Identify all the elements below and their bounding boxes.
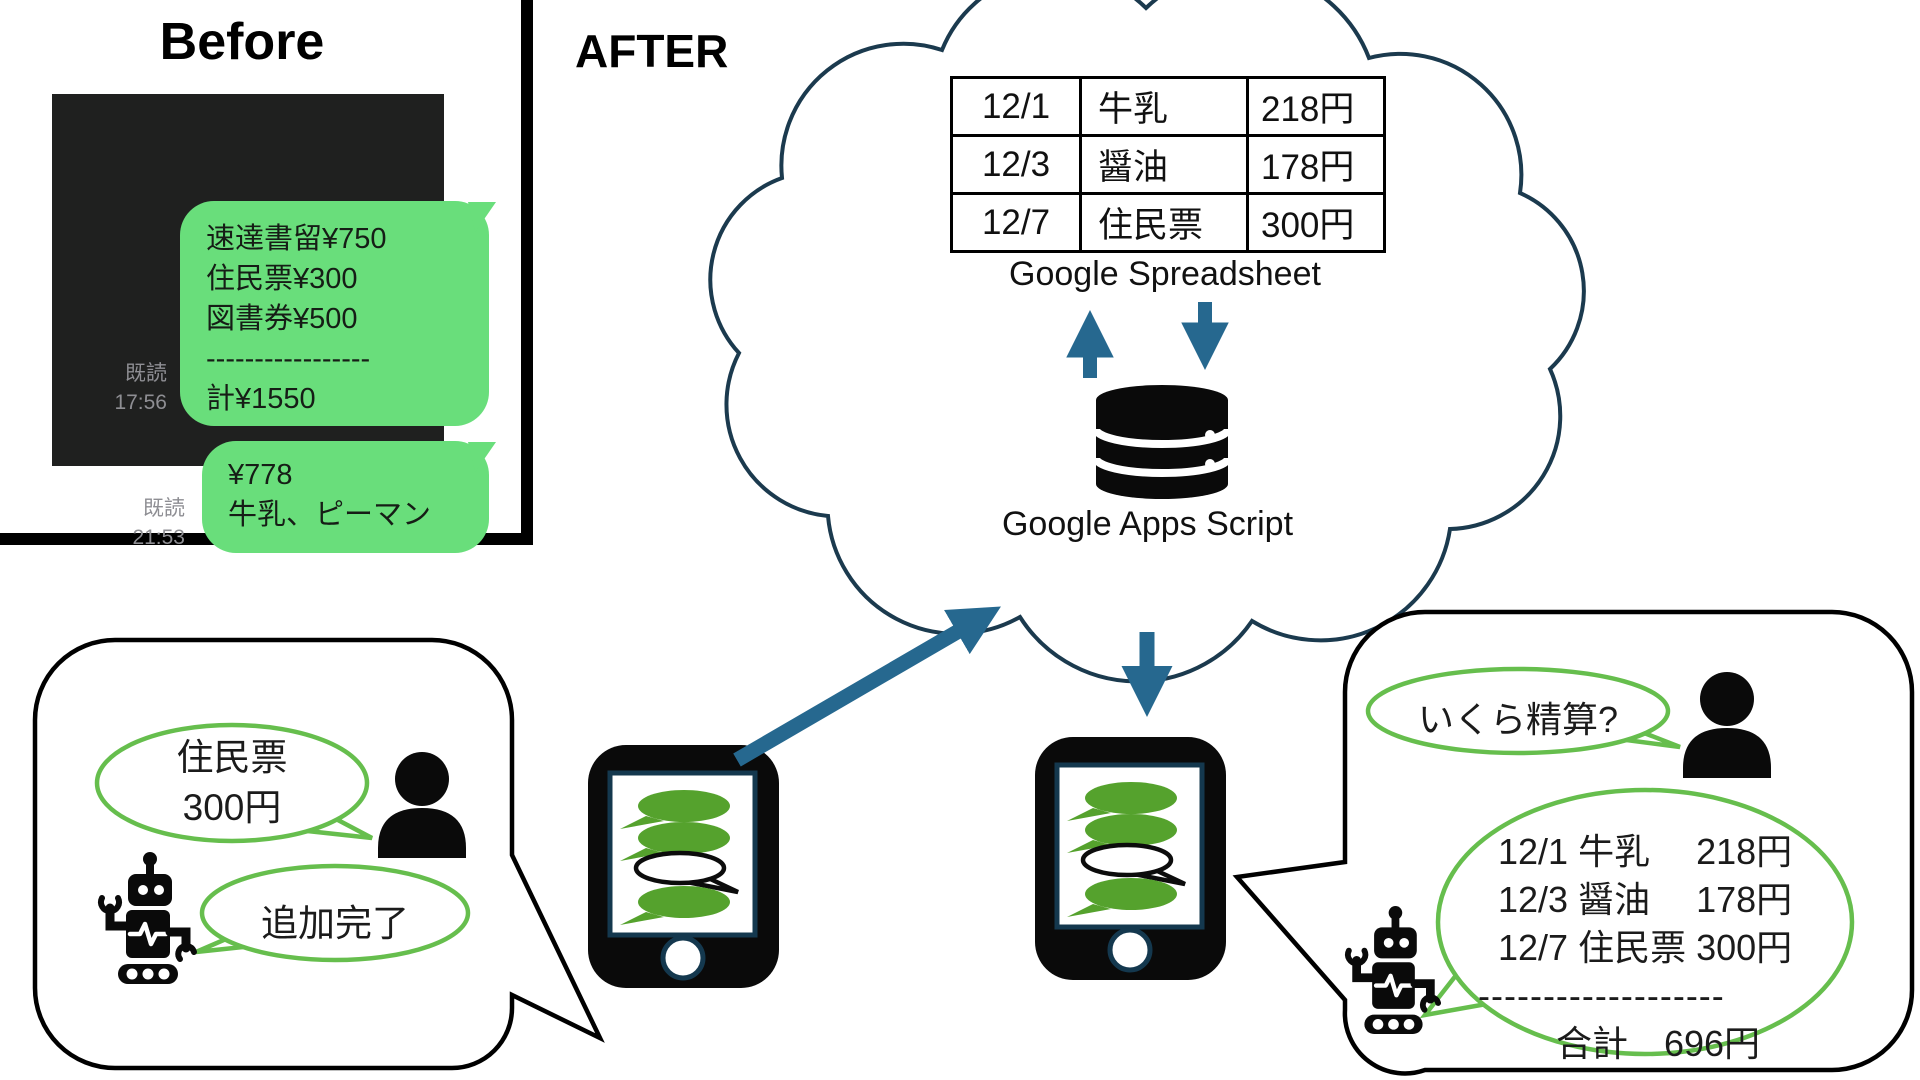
expense-line: 12/7 住民票 300円 [1498, 927, 1793, 968]
expense-line: 12/3 醤油 178円 [1498, 879, 1793, 920]
line-chat-screenshot: 速達書留¥750 住民票¥300 図書券¥500 ---------------… [52, 94, 489, 553]
spreadsheet-table: 12/1 牛乳 218円 12/3 醤油 178円 12/7 住民票 300円 [950, 76, 1386, 253]
table-cell: 牛乳 [1082, 79, 1246, 134]
google-apps-script-label: Google Apps Script [1001, 505, 1294, 543]
read-status: 既読 17:56 [82, 359, 167, 418]
phone-to-cloud-arrow-icon [733, 606, 1001, 767]
right-bot-message: 12/1 牛乳 218円 12/3 醤油 178円 12/7 住民票 300円 … [1478, 828, 1838, 1068]
left-user-bubble [94, 722, 374, 844]
before-title: Before [159, 13, 325, 71]
right-bot-bubble [1419, 787, 1855, 1057]
table-cell: 300円 [1249, 195, 1383, 250]
right-user-message: いくら精算? [1417, 699, 1619, 740]
chat-message: 速達書留¥750 住民票¥300 図書券¥500 ---------------… [180, 201, 489, 426]
chat-line: 牛乳、ピーマン [228, 499, 432, 532]
chat-line: 図書券¥500 [206, 303, 358, 336]
left-bot-bubble [195, 863, 471, 963]
read-status: 既読 21:53 [100, 494, 185, 553]
after-title: AFTER [575, 25, 729, 77]
chat-line: 計¥1550 [206, 383, 316, 416]
chat-line: ¥778 [228, 459, 293, 491]
timestamp: 21:53 [132, 526, 185, 550]
total-line: 合計 696円 [1555, 1023, 1761, 1064]
table-cell: 178円 [1249, 137, 1383, 192]
left-user-message: 住民票 300円 [176, 737, 288, 828]
chat-message: ¥778 牛乳、ピーマン [202, 441, 489, 553]
database-icon [1092, 385, 1232, 499]
table-cell: 12/3 [953, 137, 1079, 192]
chat-line: ----------------- [206, 343, 371, 376]
smartphone-icon-right [1035, 737, 1226, 980]
table-cell: 住民票 [1082, 195, 1246, 250]
table-cell: 醤油 [1082, 137, 1246, 192]
table-cell: 218円 [1249, 79, 1383, 134]
smartphone-icon-left [588, 745, 779, 988]
table-cell: 12/7 [953, 195, 1079, 250]
google-spreadsheet-label: Google Spreadsheet [1009, 255, 1321, 293]
chat-line: 住民票¥300 [206, 263, 358, 296]
timestamp: 17:56 [114, 391, 167, 415]
left-conversation-bubble [32, 637, 605, 1071]
table-cell: 12/1 [953, 79, 1079, 134]
chat-line: 速達書留¥750 [206, 223, 387, 255]
expense-line: 12/1 牛乳 218円 [1498, 831, 1793, 872]
right-user-bubble [1365, 666, 1681, 756]
separator-line: ------------------- [1478, 975, 1725, 1016]
left-bot-message: 追加完了 [261, 903, 409, 944]
